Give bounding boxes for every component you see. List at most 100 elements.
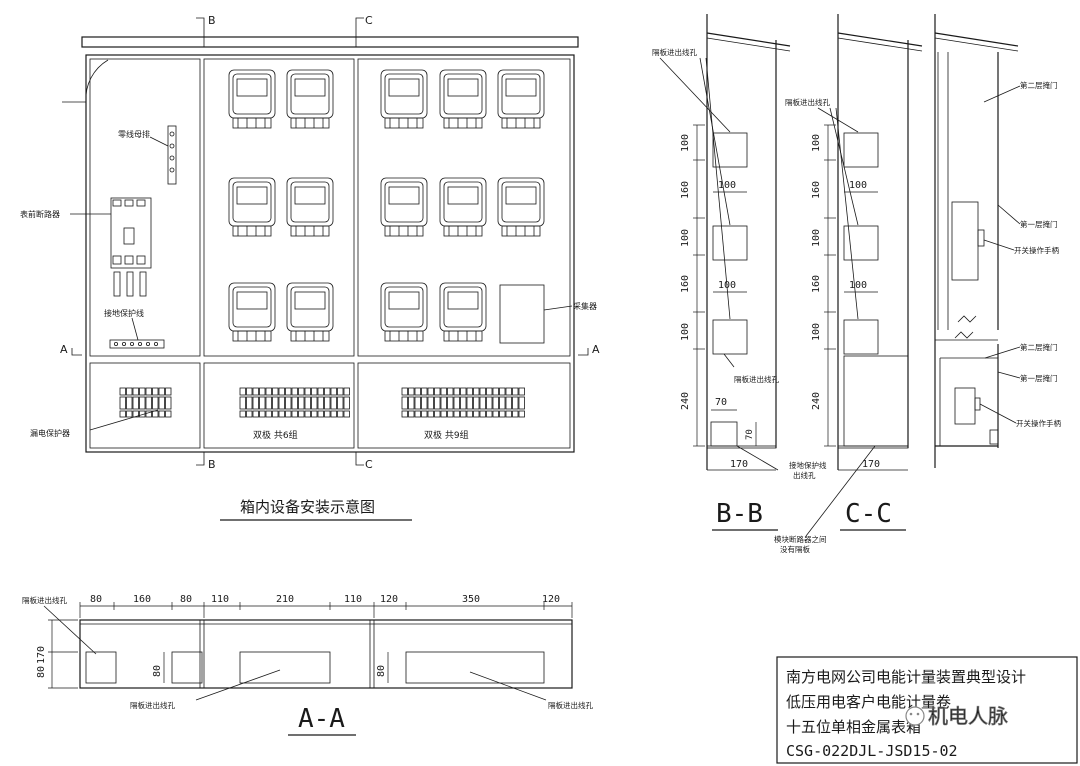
section-marker-a-left: A	[60, 343, 68, 356]
meter-6	[286, 282, 334, 342]
cc-dim-v4: 160	[811, 275, 822, 293]
bb-dim-v7: 70	[745, 429, 755, 440]
bb-dim-v5: 100	[680, 323, 691, 341]
breaker-strip-6-groups	[239, 387, 350, 418]
aa-hole-4	[405, 651, 545, 684]
section-marker-b-bottom: B	[208, 458, 216, 471]
aa-dim-top-2: 160	[133, 594, 151, 605]
main-breaker-label: 表前断路器	[20, 209, 60, 219]
aa-dim-inner-2: 80	[376, 665, 387, 677]
bb-hole-3	[712, 319, 748, 355]
main-breaker	[110, 197, 152, 269]
meter-9	[380, 282, 428, 342]
meter-11	[439, 177, 487, 237]
title-line-2: 低压用电客户电能计量卷	[786, 693, 951, 711]
cc-dim-h3: 170	[862, 459, 880, 470]
bb-section-label: B-B	[716, 499, 763, 529]
bb-dim-v6: 240	[680, 392, 691, 410]
bb-dim-h4: 170	[730, 459, 748, 470]
bb-ground-hole	[710, 421, 738, 447]
door-swing-arc	[85, 59, 109, 103]
bb-dim-v4: 160	[680, 275, 691, 293]
bb-dim-h1: 100	[718, 180, 736, 191]
bb-hole-2	[712, 225, 748, 261]
aa-inlet-mid-label: 隔板进出线孔	[130, 700, 175, 710]
title-line-3: 十五位单相金属表箱	[786, 718, 921, 736]
aa-hole-3	[239, 651, 331, 684]
collector-label: 采集器	[573, 301, 597, 311]
aa-hole-1	[85, 651, 117, 684]
bb-hole-1	[712, 132, 748, 168]
bb-dim-h3: 70	[715, 397, 727, 408]
section-marker-b-top: B	[208, 14, 216, 27]
front-view-caption: 箱内设备安装示意图	[240, 498, 375, 516]
aa-section-label: A-A	[298, 704, 345, 734]
section-marker-c-bottom: C	[365, 458, 373, 471]
cabinet-body	[85, 54, 575, 453]
bb-dim-h2: 100	[718, 280, 736, 291]
title-block: 南方电网公司电能计量装置典型设计 低压用电客户电能计量卷 十五位单相金属表箱 C…	[776, 656, 1078, 764]
meter-8	[380, 177, 428, 237]
cc-dim-v6: 240	[811, 392, 822, 410]
aa-dim-top-8: 350	[462, 594, 480, 605]
cc-dim-v5: 100	[811, 323, 822, 341]
cc-dim-h1: 100	[849, 180, 867, 191]
cc-hole-3	[843, 319, 879, 355]
compartment-middle	[203, 58, 355, 357]
group-6-label: 双极 共6组	[253, 429, 298, 441]
title-line-1: 南方电网公司电能计量装置典型设计	[786, 668, 1026, 686]
section-cc: 隔板进出线孔 模块断路器之间 没有隔板 100 160 100 160 100 …	[774, 14, 923, 554]
watermark: 机电人脉	[905, 704, 1008, 728]
aa-dim-left-1: 170	[36, 646, 47, 664]
bb-dim-v1: 100	[680, 134, 691, 152]
side-door2-upper-label: 第二层掩门	[1020, 80, 1058, 90]
front-view: 零线母排 表前断路器 接地保护线 采集器 漏电保护器 双极 共6组 双极 共9组…	[20, 14, 600, 521]
meter-4	[286, 69, 334, 129]
cc-hole-2	[843, 225, 879, 261]
watermark-text: 机电人脉	[928, 704, 1008, 728]
meter-13	[497, 69, 545, 129]
meter-14	[497, 177, 545, 237]
meter-10	[439, 69, 487, 129]
cc-breaker-space	[843, 355, 909, 447]
cc-dim-v1: 100	[811, 134, 822, 152]
compartment-right	[357, 58, 571, 357]
aa-inlet-right-label: 隔板进出线孔	[548, 700, 593, 710]
bb-dim-v3: 100	[680, 229, 691, 247]
aa-dim-left-2: 80	[36, 666, 47, 678]
breaker-strips	[119, 387, 525, 418]
leakage-protector-label: 漏电保护器	[30, 428, 70, 438]
section-marker-a-right: A	[592, 343, 600, 356]
cc-note-2: 没有隔板	[780, 544, 810, 554]
cc-dim-v3: 100	[811, 229, 822, 247]
collector-box	[499, 284, 545, 344]
side-breaker-upper	[951, 201, 979, 281]
section-marker-c-top: C	[365, 14, 373, 27]
lower-compartment-left	[89, 362, 201, 449]
lower-compartment-right	[357, 362, 571, 449]
title-line-4: CSG-022DJL-JSD15-02	[786, 742, 958, 760]
section-aa: 80 160 80 110 210 110 120 350 120 170 80…	[22, 594, 593, 736]
aa-dim-top-1: 80	[90, 594, 102, 605]
aa-dim-top-9: 120	[542, 594, 560, 605]
aa-dim-top-6: 110	[344, 594, 362, 605]
leakage-protector-strip	[119, 387, 172, 418]
bb-inlet-label: 隔板进出线孔	[652, 47, 697, 57]
ground-strip	[109, 339, 165, 349]
zero-busbar-label: 零线母排	[118, 129, 150, 139]
aa-dim-inner-1: 80	[152, 665, 163, 677]
side-door1-upper-label: 第一层掩门	[1020, 219, 1058, 229]
bb-dim-v2: 160	[680, 181, 691, 199]
meter-3	[228, 282, 276, 342]
meter-1	[228, 69, 276, 129]
aa-dim-top-3: 80	[180, 594, 192, 605]
meter-12	[439, 282, 487, 342]
cc-note-1: 模块断路器之间	[774, 534, 827, 544]
cc-dim-h2: 100	[849, 280, 867, 291]
aa-dim-top-4: 110	[211, 594, 229, 605]
side-door1-lower-label: 第一层掩门	[1020, 373, 1058, 383]
bb-ground-label-2: 出线孔	[793, 470, 816, 480]
aa-outline	[79, 619, 573, 689]
section-bb: 隔板进出线孔 隔板进出线孔 接地保护线 出线孔 100 160 100 160 …	[652, 14, 827, 531]
